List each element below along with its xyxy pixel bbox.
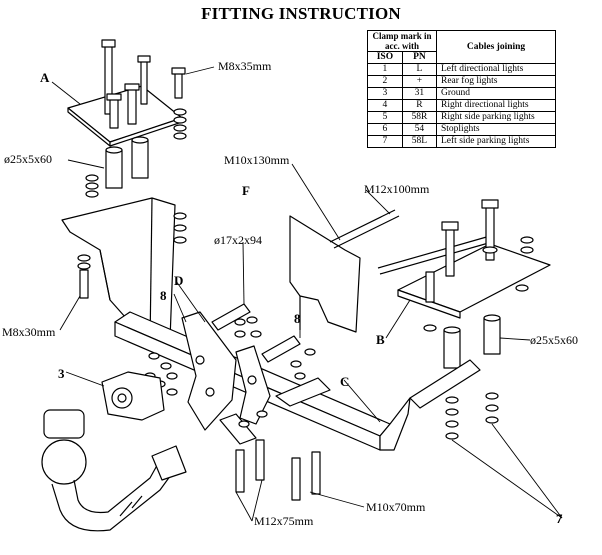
clamp-mark-header: Clamp mark in acc. with	[367, 30, 437, 52]
pn-cell: 31	[401, 87, 438, 100]
label-m8x30: M8x30mm	[2, 325, 56, 339]
iso-cell: 3	[367, 87, 403, 100]
pn-header: PN	[401, 51, 438, 64]
spacers-a	[85, 136, 149, 198]
cable-cell: Ground	[436, 87, 556, 100]
cable-cell: Stoplights	[436, 123, 556, 136]
label-d25-right: ø25x5x60	[530, 333, 578, 347]
iso-cell: 1	[367, 63, 403, 76]
cable-cell: Right side parking lights	[436, 111, 556, 124]
iso-cell: 5	[367, 111, 403, 124]
cables-joining-header: Cables joining	[436, 30, 556, 64]
label-7: 7	[556, 511, 563, 526]
label-f: F	[242, 183, 250, 198]
label-c: C	[340, 374, 350, 389]
label-m12x75: M12x75mm	[254, 514, 314, 528]
plate-a	[67, 85, 183, 147]
table-row: 2+Rear fog lights	[367, 75, 556, 88]
pn-cell: +	[401, 75, 438, 88]
label-d17: ø17x2x94	[214, 233, 262, 247]
label-m12x100: M12x100mm	[364, 182, 430, 196]
cables-table: Clamp mark in acc. with Cables joining I…	[367, 30, 556, 148]
cable-cell: Right directional lights	[436, 99, 556, 112]
label-d: D	[174, 273, 184, 288]
cable-cell: Left side parking lights	[436, 135, 556, 148]
pn-cell: 58R	[401, 111, 438, 124]
cable-cell: Rear fog lights	[436, 75, 556, 88]
label-8-left: 8	[160, 288, 167, 303]
label-m10x70: M10x70mm	[366, 500, 426, 514]
label-a: A	[40, 70, 50, 85]
label-d25-left: ø25x5x60	[4, 152, 52, 166]
bolts-plate-a	[101, 39, 186, 129]
table-header-row: Clamp mark in acc. with Cables joining	[367, 30, 556, 64]
bracket-d	[181, 311, 271, 431]
washers-a	[173, 108, 187, 140]
iso-cell: 4	[367, 99, 403, 112]
page-title: FITTING INSTRUCTION	[201, 4, 401, 23]
label-m8x35: M8x35mm	[218, 59, 272, 73]
long-bolts	[329, 209, 493, 275]
label-m10x130: M10x130mm	[224, 153, 290, 167]
iso-cell: 6	[367, 123, 403, 136]
spacer-tubes	[211, 303, 331, 407]
iso-cell: 7	[367, 135, 403, 148]
tow-ball	[41, 371, 187, 532]
iso-header: ISO	[367, 51, 403, 64]
pn-cell: R	[401, 99, 438, 112]
table-subheader-row: ISO PN	[367, 51, 556, 64]
crossbar-c	[114, 311, 481, 451]
bolt-m8x30	[77, 254, 91, 299]
pn-cell: L	[401, 63, 438, 76]
bottom-bolts	[219, 410, 321, 501]
pn-cell: 58L	[401, 135, 438, 148]
leader-lines	[51, 66, 563, 522]
plate-b	[397, 199, 551, 319]
cable-cell: Left directional lights	[436, 63, 556, 76]
label-b: B	[376, 332, 385, 347]
label-3: 3	[58, 366, 65, 381]
spacers-b	[423, 314, 501, 440]
label-8-right: 8	[294, 311, 301, 326]
iso-cell: 2	[367, 75, 403, 88]
pn-cell: 54	[401, 123, 438, 136]
